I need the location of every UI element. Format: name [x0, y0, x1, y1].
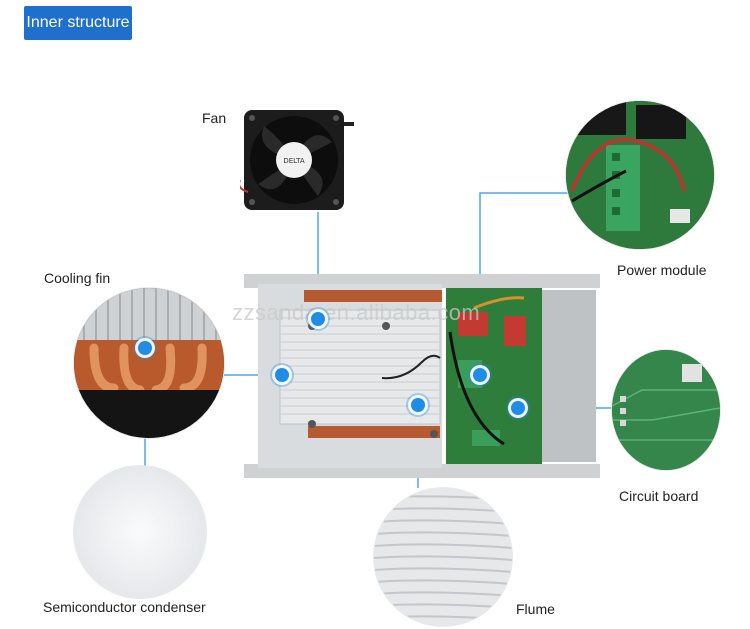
fan-sticker [276, 142, 312, 178]
copper-coil-bottom [308, 426, 440, 438]
cooling-fin-marker [138, 341, 152, 355]
fan-sticker-text: DELTA [283, 157, 304, 165]
fan-label: Fan [202, 110, 227, 126]
power-module-label: Power module [617, 262, 707, 278]
copper-coil-top [304, 290, 442, 302]
circuit-board-label: Circuit board [619, 488, 699, 504]
fan-marker [311, 312, 325, 326]
flume-marker [411, 398, 425, 412]
flume-label: Flume [516, 601, 555, 617]
semiconductor-condenser-label: Semiconductor condenser [43, 599, 206, 615]
section-title-tab: Inner structure [24, 6, 132, 40]
circuit-board-image [612, 350, 720, 470]
power-module-image [566, 101, 714, 249]
cooling-fin-label: Cooling fin [44, 270, 111, 286]
power-module-marker [473, 368, 487, 382]
semiconductor-condenser-image [74, 466, 206, 598]
side-panel [542, 290, 596, 462]
circuit-board-marker [511, 401, 525, 415]
fan-image: DELTA [240, 110, 354, 210]
cooling-fin-image [74, 288, 224, 438]
flume-image [374, 488, 512, 626]
watermark-text: zzsanda.en.alibaba.com [232, 300, 481, 325]
cooling-fin-device-marker [275, 368, 289, 382]
